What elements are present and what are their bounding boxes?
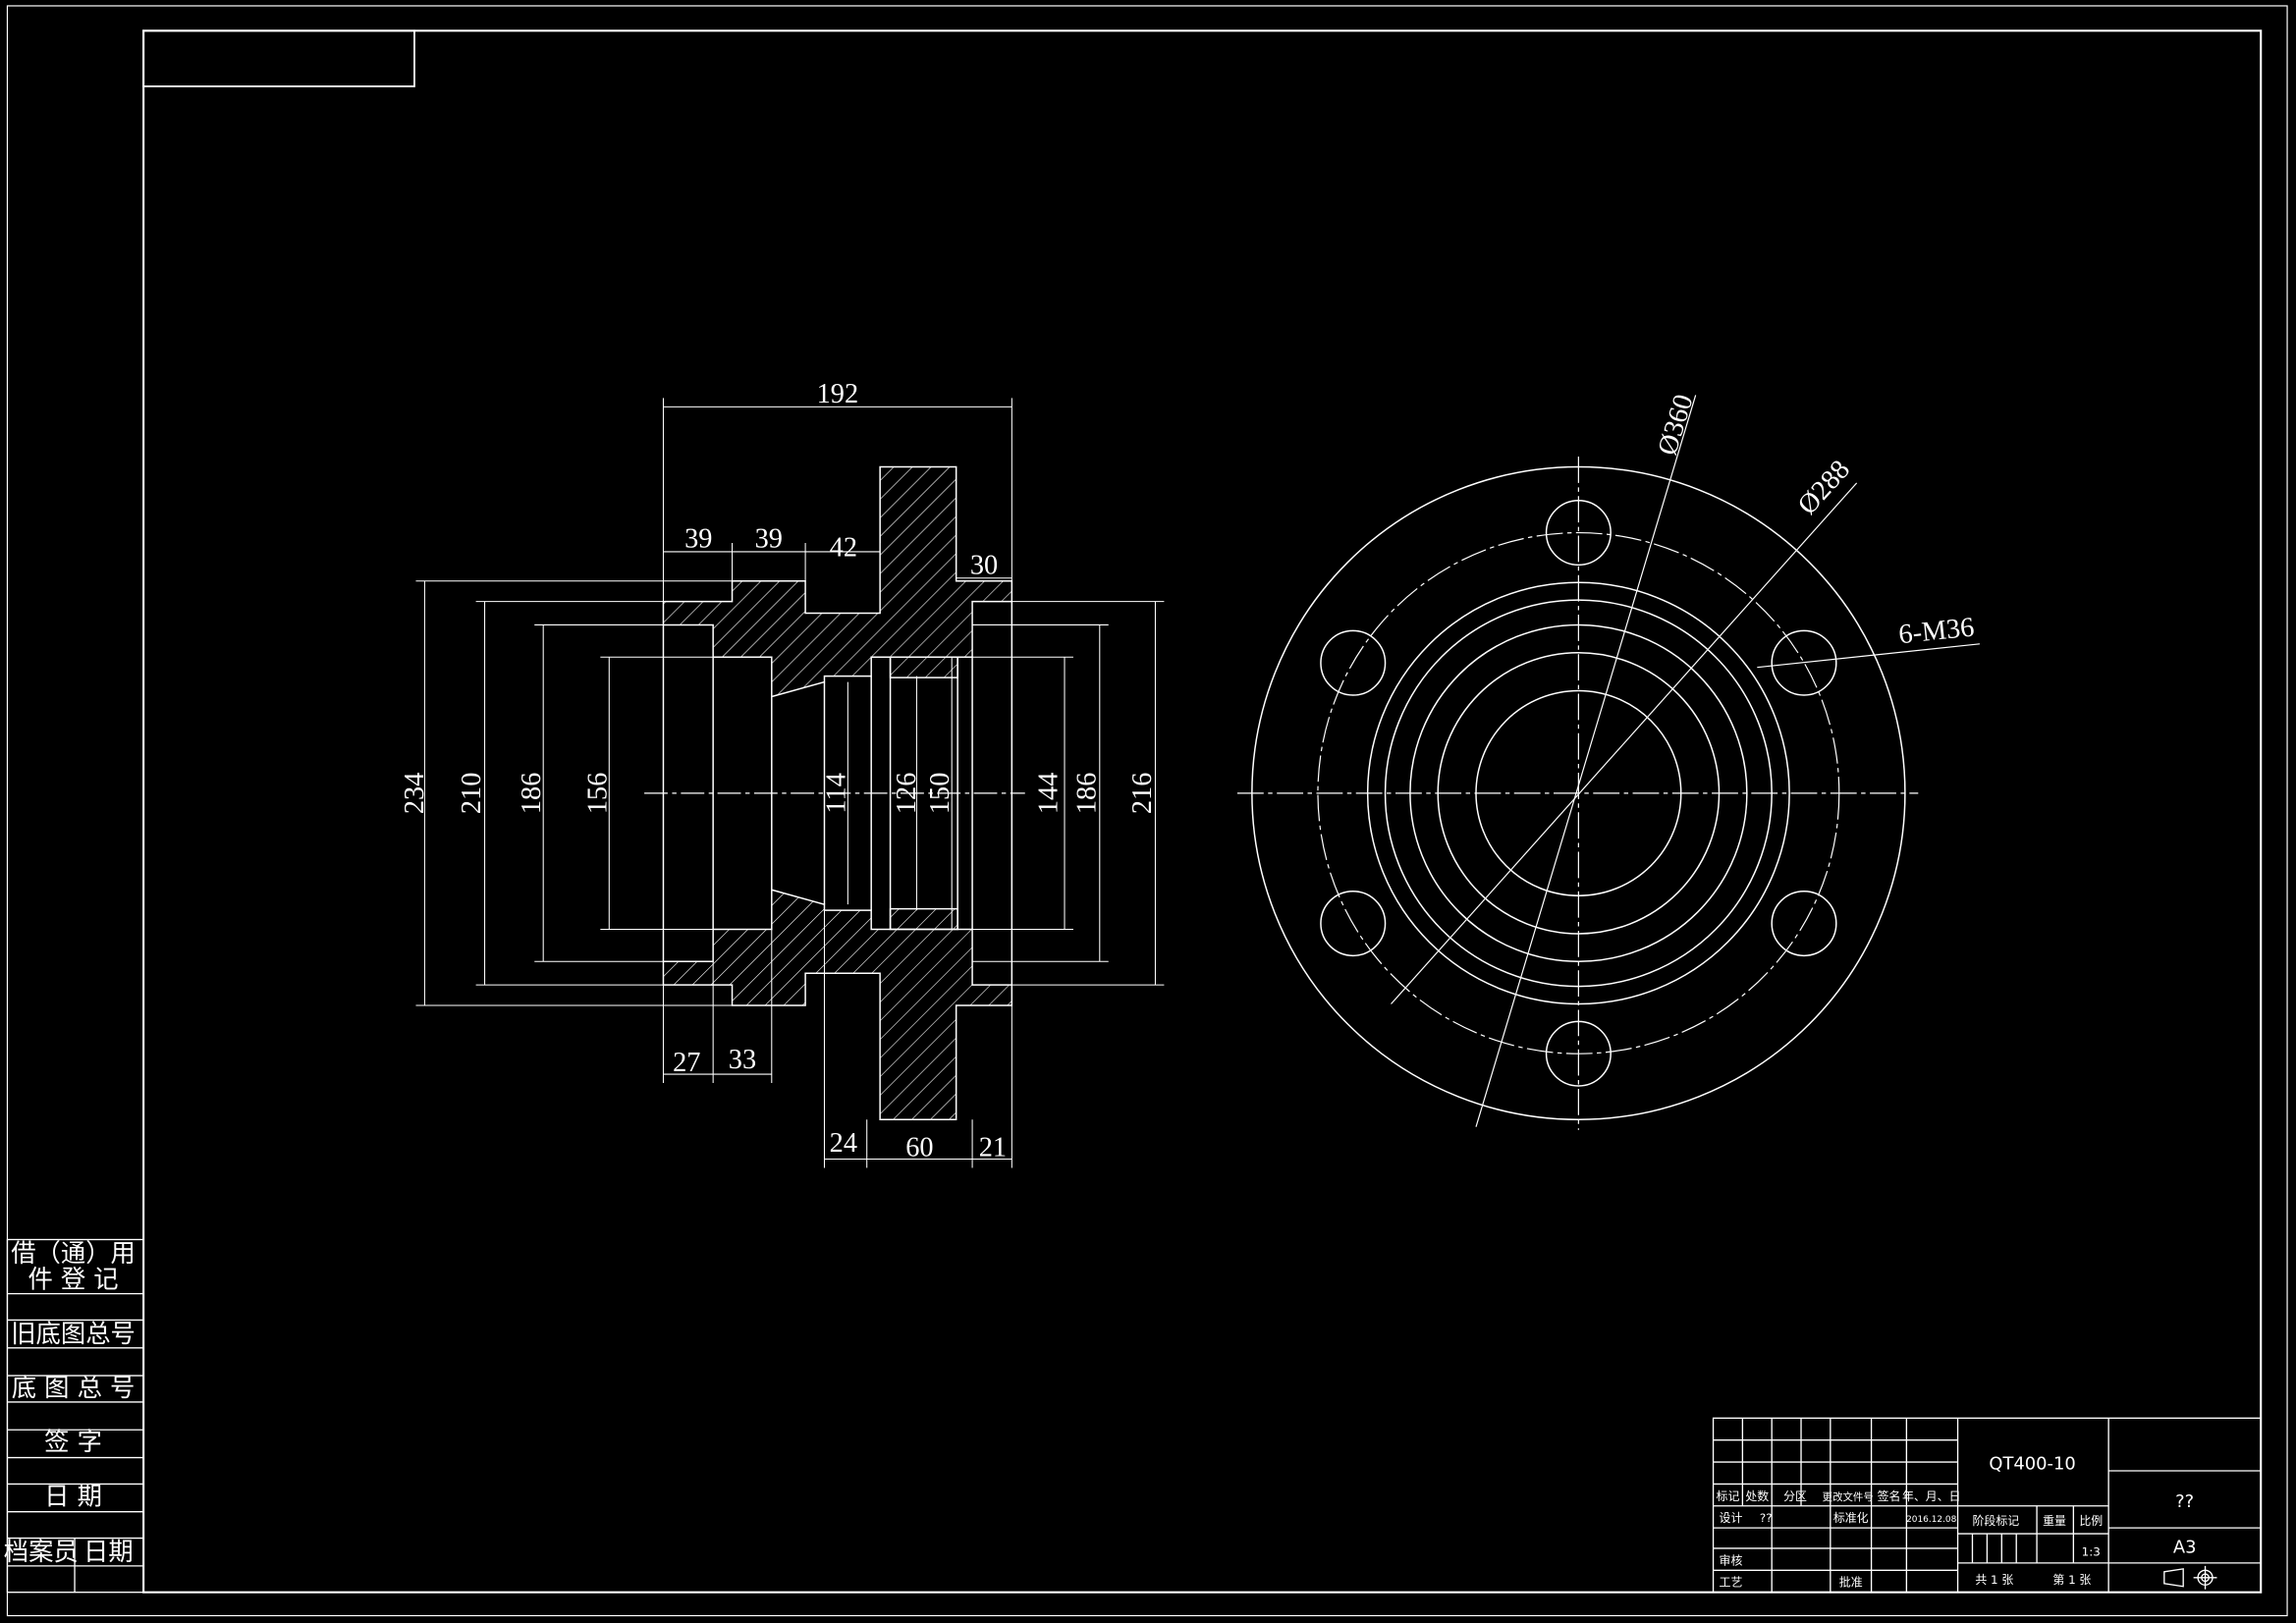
dim-dia-126: 126 (892, 773, 922, 814)
part-name: ?? (2175, 1491, 2194, 1512)
side-label-sign: 签 字 (44, 1427, 102, 1456)
side-registration-labels: 借（通）用 件 登 记 旧底图总号 底 图 总 号 签 字 日 期 档案员 日期 (4, 1238, 136, 1566)
side-label-base-number: 底 图 总 号 (12, 1373, 135, 1402)
end-view-labels: Ø360 Ø288 6-M36 (1653, 391, 1976, 650)
header-date: 年、月、日 (1902, 1489, 1961, 1503)
design-date: 2016.12.08 (1906, 1515, 1956, 1525)
section-dimension-lines (415, 398, 1165, 1168)
bolt-hole (1320, 629, 1387, 696)
side-label-borrow: 借（通）用 (11, 1238, 136, 1268)
dim-dia-210: 210 (457, 773, 487, 814)
dim-dia-144: 144 (1034, 773, 1065, 814)
dim-dia-186-left: 186 (517, 773, 547, 814)
side-registration-table (6, 1238, 144, 1594)
header-change-doc: 更改文件号 (1823, 1490, 1874, 1503)
dim-bolt-holes: 6-M36 (1897, 612, 1976, 650)
design-label: 设计 (1720, 1511, 1743, 1525)
approve-label: 批准 (1839, 1576, 1863, 1590)
dim-bolt-circle: Ø288 (1792, 455, 1856, 520)
review-label: 审核 (1720, 1553, 1743, 1567)
bolt-hole (1320, 890, 1387, 957)
sheet-number: 第 1 张 (2052, 1573, 2091, 1587)
dim-dia-150: 150 (925, 773, 956, 814)
scale-value: 1:3 (2082, 1544, 2101, 1558)
side-label-archive-date: 日期 (83, 1537, 134, 1566)
ratio-label: 比例 (2079, 1514, 2103, 1528)
dim-360-leader (1475, 395, 1697, 1127)
sheet-border (6, 5, 2288, 1617)
dim-dia-114: 114 (821, 773, 851, 813)
dim-seg-3: 42 (830, 532, 857, 563)
title-block-text: QT400-10 ?? A3 1:3 标记 处数 分区 更改文件号 签名 年、月… (1717, 1453, 2197, 1589)
bolt-hole (1771, 629, 1837, 696)
side-label-register: 件 登 记 (27, 1265, 118, 1294)
dim-bottom-3: 24 (830, 1128, 857, 1159)
stage-mark-label: 阶段标记 (1973, 1514, 2020, 1528)
projection-symbol-icon (2163, 1565, 2217, 1590)
header-zone: 分区 (1783, 1489, 1807, 1503)
dim-bottom-4: 60 (905, 1133, 933, 1163)
dim-seg-1: 39 (684, 523, 712, 554)
side-label-old-number: 旧底图总号 (11, 1319, 136, 1348)
weight-label: 重量 (2043, 1514, 2066, 1528)
dim-dia-186-right: 186 (1071, 773, 1102, 814)
dim-bottom-1: 27 (673, 1048, 700, 1078)
process-label: 工艺 (1720, 1576, 1743, 1590)
dim-overall-length: 192 (817, 379, 858, 409)
standardize-label: 标准化 (1833, 1511, 1869, 1525)
dim-outer-diameter: Ø360 (1653, 391, 1700, 459)
side-label-date: 日 期 (44, 1481, 102, 1510)
dim-holes-leader (1757, 643, 1980, 669)
dim-dia-216: 216 (1127, 773, 1158, 814)
header-mark: 标记 (1717, 1489, 1740, 1503)
dim-seg-right: 30 (970, 550, 998, 580)
end-view (1236, 395, 1980, 1130)
sheets-total: 共 1 张 (1975, 1573, 2013, 1587)
dim-bottom-5: 21 (979, 1133, 1007, 1163)
section-view: 192 39 39 42 30 27 33 24 60 21 234 210 1… (400, 379, 1165, 1168)
section-hatch (662, 465, 1013, 1121)
dim-seg-2: 39 (755, 523, 783, 554)
dim-bottom-2: 33 (729, 1045, 756, 1075)
dim-dia-156: 156 (582, 773, 613, 814)
sheet-size: A3 (2173, 1537, 2197, 1557)
title-block (1712, 1417, 2262, 1594)
bolt-hole (1771, 890, 1837, 957)
section-dimension-labels: 192 39 39 42 30 27 33 24 60 21 234 210 1… (400, 379, 1158, 1163)
design-value: ?? (1760, 1511, 1773, 1525)
header-signature: 签名 (1878, 1489, 1901, 1503)
dim-288-leader (1391, 482, 1858, 1004)
material-label: QT400-10 (1989, 1453, 2075, 1474)
side-label-archivist: 档案员 (4, 1537, 79, 1566)
dim-dia-234: 234 (400, 773, 430, 814)
header-count: 处数 (1745, 1489, 1769, 1503)
